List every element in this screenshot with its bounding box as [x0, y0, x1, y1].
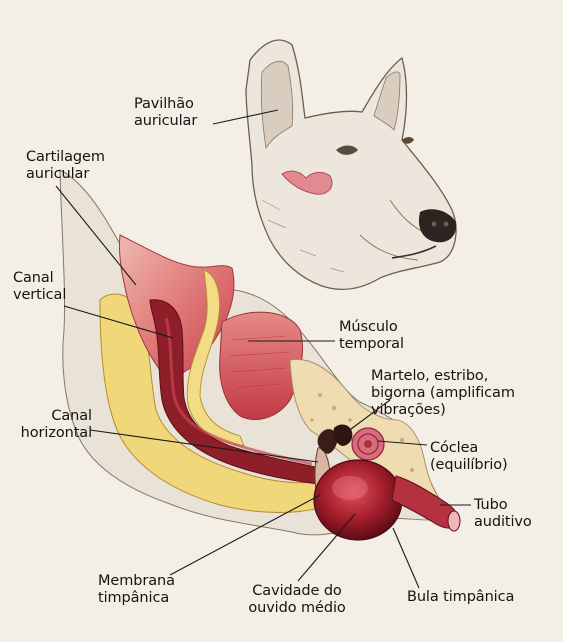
label-canal-vertical: Canal vertical — [13, 270, 66, 304]
label-cartilagem-auricular: Cartilagem auricular — [26, 149, 105, 183]
label-coclea: Cóclea (equilíbrio) — [430, 440, 508, 474]
label-musculo-temporal: Músculo temporal — [339, 319, 404, 353]
label-pavilhao-auricular: Pavilhão auricular — [134, 96, 197, 130]
label-tubo-auditivo: Tubo auditivo — [474, 497, 532, 531]
label-martelo-estribo-bigorna: Martelo, estribo, bigorna (amplificam vi… — [371, 368, 515, 419]
leader-bula — [393, 528, 419, 588]
label-membrana-timpanica: Membrana timpânica — [98, 573, 175, 607]
dog-head — [246, 40, 456, 289]
label-bula-timpanica: Bula timpânica — [407, 589, 514, 606]
label-canal-horizontal: Canal horizontal — [12, 408, 92, 442]
label-cavidade-ouvido-medio: Cavidade do ouvido médio — [242, 583, 352, 617]
